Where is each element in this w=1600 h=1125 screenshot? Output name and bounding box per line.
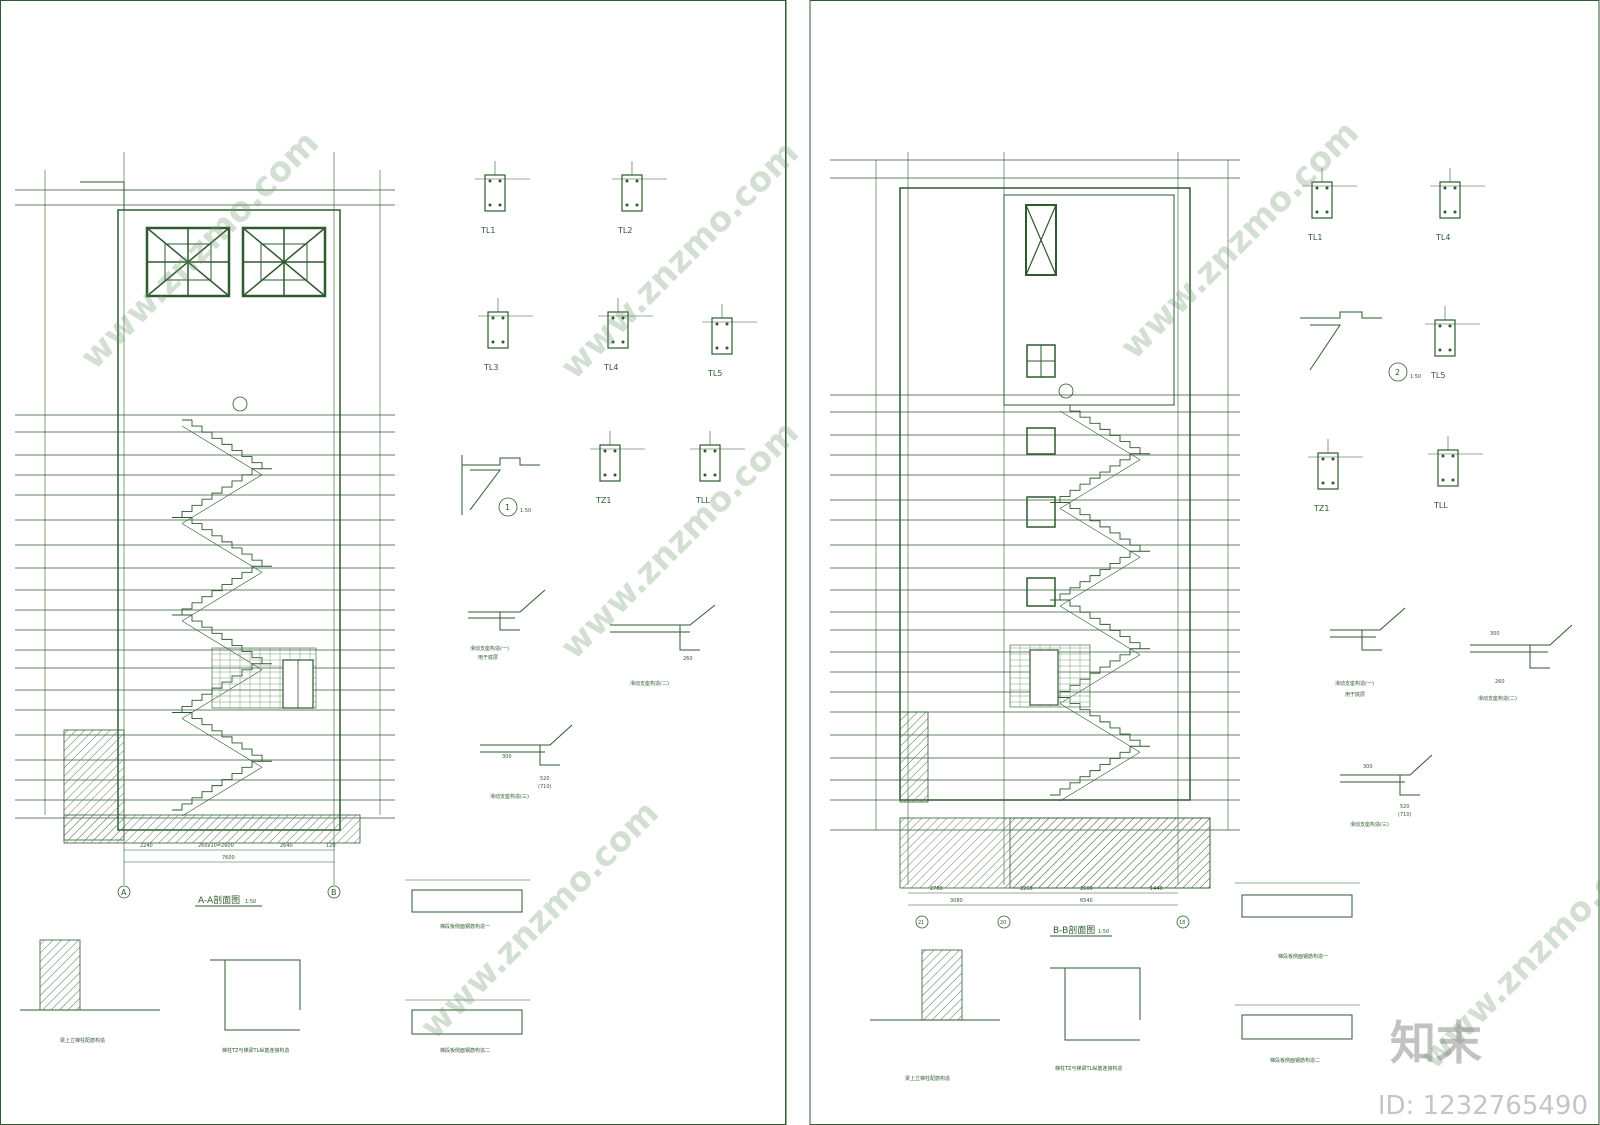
dim-bottom-bb-2: 2260 <box>1020 886 1033 892</box>
bottom-title-1-right: 梁上立梯柱配筋构造 <box>905 1075 950 1082</box>
dim-bottom-4: 120 <box>326 843 336 849</box>
slide-title-3-left: 滑动支座构造(三) <box>490 793 529 800</box>
dim-bottom-bb-6: 6540 <box>1080 898 1093 904</box>
board-title-2-right: 梯段板侧面钢筋构造二 <box>1270 1057 1320 1064</box>
slide-title-2-right: 滑动支座构造(二) <box>1478 695 1517 702</box>
board-details-left: 梯段板侧面钢筋构造一 梯段板侧面钢筋构造二 梁上立梯柱配筋构造 梯柱TZ与梯梁T… <box>20 879 530 1054</box>
dim-bottom-total: 7600 <box>222 855 235 861</box>
board-details-right: 梯段板侧面钢筋构造一 梯段板侧面钢筋构造二 梁上立梯柱配筋构造 梯柱TZ与梯梁T… <box>870 882 1360 1082</box>
detail-scale-2: 1:50 <box>1410 374 1421 380</box>
dim-710-right: (710) <box>1398 812 1411 818</box>
axis-label-b: B <box>331 888 337 897</box>
dim-260-right: 260 <box>1495 679 1505 685</box>
section-title-aa: A-A剖面图 <box>198 894 240 906</box>
slide-title-3-right: 滑动支座构造(三) <box>1350 821 1389 828</box>
decor-window-1 <box>145 226 231 298</box>
beam-label: TZ1 <box>595 496 611 505</box>
decor-window-2 <box>241 226 327 298</box>
beam-label: TZ1 <box>1313 504 1329 513</box>
board-title-1-right: 梯段板侧面钢筋构造一 <box>1278 953 1328 960</box>
dim-710-left: (710) <box>538 784 551 790</box>
slide-title-1-left: 滑动支座构造(一) <box>470 645 509 652</box>
slide-title-1-right: 滑动支座构造(一) <box>1335 680 1374 687</box>
beam-label: TLL <box>695 496 710 505</box>
bottom-title-2-right: 梯柱TZ与梯梁TL纵筋连接构造 <box>1055 1065 1122 1072</box>
detail-2-right: 2 1:50 <box>1300 311 1421 382</box>
beam-label: TL5 <box>1430 371 1445 380</box>
beam-label: TL1 <box>480 226 495 235</box>
axis-label-a: A <box>121 888 127 897</box>
dim-bottom-bb-1: 2780 <box>930 886 943 892</box>
detail-scale-1: 1:50 <box>520 508 531 514</box>
slide-sub-1-left: 用于底层 <box>478 654 498 661</box>
dim-520-right: 520 <box>1400 804 1410 810</box>
axis-label-20: 20 <box>1000 920 1006 926</box>
section-scale-bb: 1:50 <box>1098 929 1109 935</box>
beam-label: TL3 <box>483 363 498 372</box>
dim-300-right: 300 <box>1363 764 1373 770</box>
section-title-bb: B-B剖面图 <box>1053 924 1095 936</box>
board-title-1-left: 梯段板侧面钢筋构造一 <box>440 923 490 930</box>
beam-label: TL4 <box>603 363 618 372</box>
beam-label: TL2 <box>617 226 632 235</box>
detail-circle-2: 2 <box>1395 368 1400 377</box>
section-aa: A B 2240 260x10=2600 2640 120 7600 A-A剖面… <box>15 152 395 907</box>
board-title-2-left: 梯段板侧面钢筋构造二 <box>440 1047 490 1054</box>
dim-bottom-3: 2640 <box>280 843 293 849</box>
section-scale-aa: 1:50 <box>245 899 256 905</box>
dim-300-left: 300 <box>502 754 512 760</box>
dim-bottom-bb-3: 2600 <box>1080 886 1093 892</box>
dim-bottom-1: 2240 <box>140 843 153 849</box>
beam-label: TL5 <box>707 369 722 378</box>
id-tag: ID: 1232765490 <box>1377 1091 1588 1121</box>
dim-300-right-a: 300 <box>1490 631 1500 637</box>
dim-520-left: 520 <box>540 776 550 782</box>
brand-logo: 知末 <box>1390 1016 1482 1070</box>
bottom-title-2-left: 梯柱TZ与梯梁TL纵筋连接构造 <box>222 1047 289 1054</box>
dim-bottom-2: 260x10=2600 <box>198 843 234 849</box>
slide-sub-1-right: 用于底层 <box>1345 691 1365 698</box>
beam-label: TL4 <box>1435 233 1450 242</box>
axis-label-18: 18 <box>1179 920 1185 926</box>
dim-bottom-bb-5: 3080 <box>950 898 963 904</box>
section-bb: 21 20 18 2780 2260 2600 1440 3080 6540 B… <box>830 152 1240 937</box>
detail-1-left: 1 1:50 <box>461 455 540 517</box>
axis-label-21: 21 <box>918 920 924 926</box>
slide-supports-left: 滑动支座构造(一) 用于底层 滑动支座构造(二) 260 300 520 (71… <box>468 589 716 800</box>
detail-circle-1: 1 <box>505 503 510 512</box>
beam-label: TLL <box>1433 501 1448 510</box>
beam-label: TL1 <box>1307 233 1322 242</box>
dim-260-left: 260 <box>683 656 693 662</box>
slide-title-2-left: 滑动支座构造(二) <box>630 680 669 687</box>
dim-bottom-bb-4: 1440 <box>1150 886 1163 892</box>
slide-supports-right: 滑动支座构造(一) 用于底层 300 260 滑动支座构造(二) 300 520… <box>1330 607 1573 828</box>
bottom-title-1-left: 梁上立梯柱配筋构造 <box>60 1037 105 1044</box>
